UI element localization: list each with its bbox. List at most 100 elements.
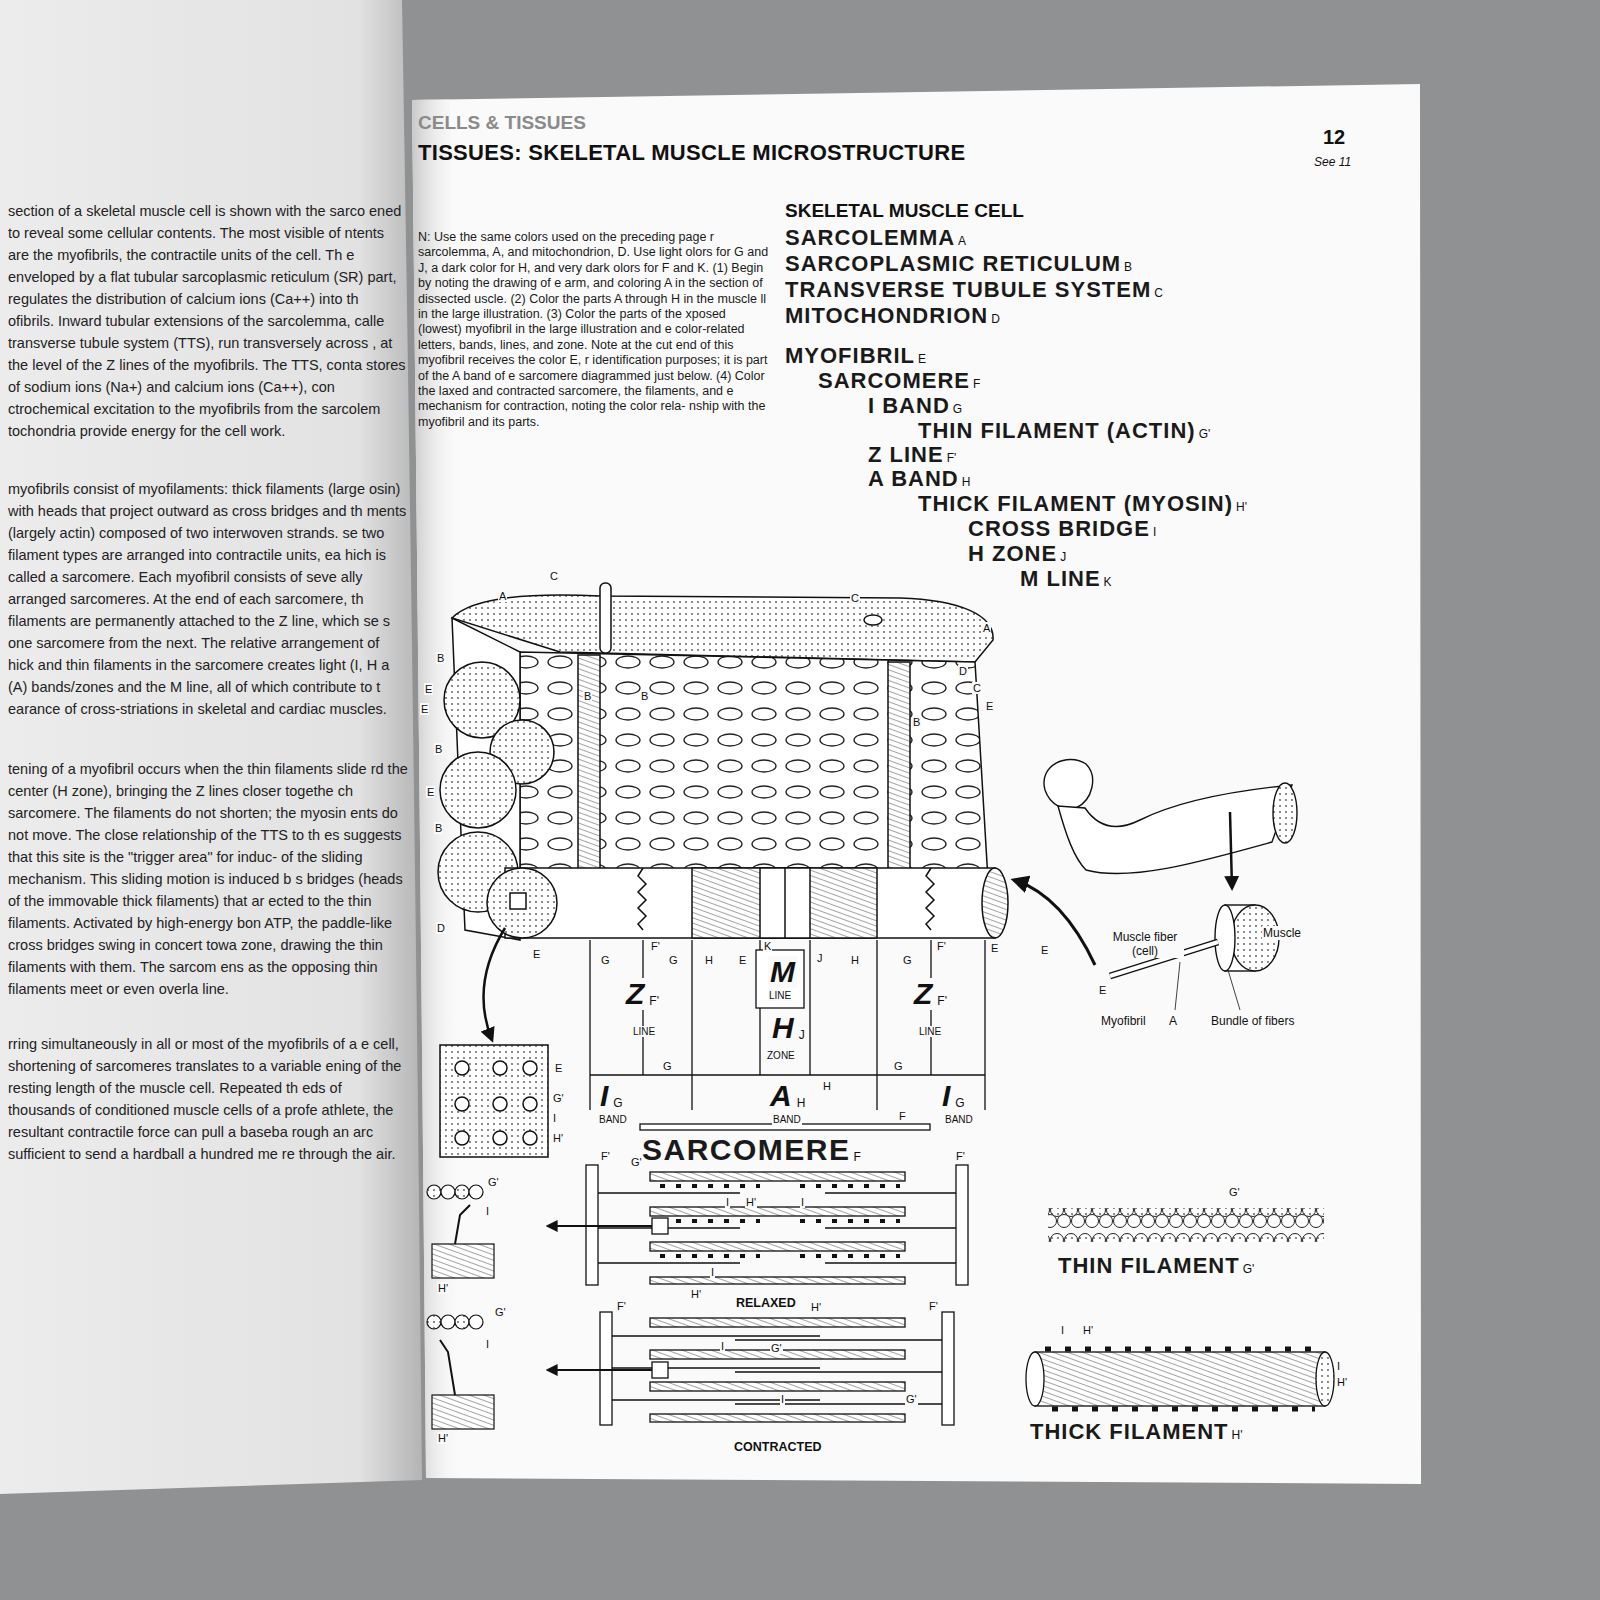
callout-letter: B xyxy=(912,716,921,728)
sarcomere-filaments xyxy=(548,1165,968,1425)
sarcomere-filaments-part xyxy=(956,1165,968,1285)
muscle-cell-illustration-part xyxy=(505,868,995,938)
color-code-letter: G xyxy=(954,1097,965,1110)
callout-letter: G' xyxy=(630,1156,643,1168)
callout-letter: H xyxy=(850,954,860,966)
callout-letter: I xyxy=(725,1196,730,1208)
callout-letter: E xyxy=(554,1062,563,1074)
callout-letter: I xyxy=(485,1205,490,1217)
color-code-letter: I xyxy=(1152,526,1157,539)
muscle-cell-illustration-part xyxy=(523,1097,537,1111)
callout-letter: C xyxy=(850,592,860,604)
color-code-letter: G xyxy=(952,403,963,416)
muscle-cell-illustration-part xyxy=(520,652,988,880)
callout-letter: B xyxy=(583,690,592,702)
arm-drawing-part xyxy=(1014,880,1095,965)
sarcomere-filaments-part xyxy=(660,1219,760,1223)
sarcomere-band-diagram-part xyxy=(590,1074,985,1075)
callout-letter: E xyxy=(420,703,429,715)
cross-bridge-detail-part xyxy=(469,1315,483,1329)
callout-letter: I xyxy=(485,1338,490,1350)
term-label: A BAND xyxy=(868,467,959,491)
band-caption: BAND xyxy=(772,1114,802,1125)
filament-details-part xyxy=(1316,1352,1334,1406)
callout-letter: E xyxy=(426,786,435,798)
sarcomere-filaments-part xyxy=(800,1219,900,1223)
cross-bridge-detail-part xyxy=(469,1185,483,1199)
callout-letter: E xyxy=(424,683,433,695)
muscle-cell-illustration-part xyxy=(455,1061,537,1145)
callout-letter: E xyxy=(532,948,541,960)
section-header: CELLS & TISSUES xyxy=(418,112,586,134)
sarcomere-filaments-part xyxy=(612,1335,820,1336)
cross-bridge-detail-part xyxy=(441,1185,455,1199)
callout-letter: C xyxy=(549,570,559,582)
callout-letter: I xyxy=(1336,1360,1341,1372)
term-label: H ZONE xyxy=(968,542,1057,566)
callout-letter: E xyxy=(1040,944,1049,956)
part-label: Muscle xyxy=(1262,926,1302,940)
sarcomere-filaments-part xyxy=(600,1312,612,1425)
callout-letter: F' xyxy=(955,1150,966,1162)
muscle-cell-illustration-part xyxy=(493,1131,507,1145)
callout-letter: H' xyxy=(1082,1324,1094,1336)
callout-letter: B xyxy=(640,690,649,702)
sarcomere-filaments-part xyxy=(598,1227,740,1228)
callout-letter: H' xyxy=(745,1196,757,1208)
term-label: SARCOPLASMIC RETICULUM xyxy=(785,252,1121,276)
callout-letter: G' xyxy=(770,1342,783,1354)
color-code-letter: E xyxy=(917,353,927,366)
callout-letter: H' xyxy=(552,1132,564,1144)
callout-letter: G xyxy=(893,1060,904,1072)
callout-letter: E xyxy=(985,700,994,712)
filament-details-part xyxy=(1045,1349,1315,1409)
filament-details-part xyxy=(1048,1208,1324,1242)
sarcomere-filaments-part xyxy=(652,1362,668,1378)
filament-details-part xyxy=(1045,1347,1315,1352)
sarcomere-filaments-part xyxy=(660,1184,760,1188)
callout-letter: I xyxy=(710,1266,715,1278)
color-code-letter: D xyxy=(990,313,1001,326)
callout-letter: D xyxy=(436,922,446,934)
muscle-cell-illustration-part xyxy=(578,655,600,875)
muscle-cell-illustration-part xyxy=(760,868,810,938)
muscle-cell-illustration-part xyxy=(484,928,505,1040)
muscle-cell-illustration-part xyxy=(523,1131,537,1145)
sarcomere-filaments-part xyxy=(650,1207,905,1216)
callout-letter: K xyxy=(763,940,772,952)
callout-letter: G' xyxy=(905,1393,918,1405)
sarcomere-band-diagram-part xyxy=(589,940,590,1110)
arm-drawing-part xyxy=(1228,970,1240,1010)
term-label: SARCOMERE xyxy=(642,1134,851,1166)
muscle-cell-illustration xyxy=(438,583,1008,1157)
callout-letter: A xyxy=(982,622,991,634)
sarcomere-filaments-part xyxy=(660,1186,900,1256)
sarcomere-filaments-part xyxy=(650,1382,905,1391)
sarcomere-filaments-part xyxy=(650,1414,905,1422)
body-text: myofibrils consist of myofilaments: thic… xyxy=(8,478,408,720)
filament-details-part xyxy=(1052,1407,1315,1412)
band-letter: M xyxy=(768,956,797,988)
cross-bridge-detail-part xyxy=(455,1205,470,1244)
callout-letter: G xyxy=(668,954,679,966)
cross-bridge-detail-part xyxy=(427,1185,441,1199)
arm-drawing xyxy=(1014,759,1297,1010)
callout-letter: G xyxy=(662,1060,673,1072)
sarcomere-filaments-part xyxy=(942,1312,954,1425)
color-code-letter: G' xyxy=(1198,428,1212,441)
callout-letter: H' xyxy=(1336,1376,1348,1388)
cross-reference: See 11 xyxy=(1314,155,1351,169)
callout-letter: G xyxy=(600,954,611,966)
sarcomere-filaments-part xyxy=(548,1369,652,1371)
callout-letter: J xyxy=(816,952,824,964)
band-caption: LINE xyxy=(918,1026,942,1037)
term-label: CROSS BRIDGE xyxy=(968,517,1150,541)
callout-letter: I xyxy=(720,1340,725,1352)
sarcomere-filaments-part xyxy=(598,1192,740,1193)
part-label: Bundle of fibers xyxy=(1210,1014,1295,1028)
muscle-cell-illustration-part xyxy=(926,868,934,930)
callout-letter: I xyxy=(800,1196,805,1208)
term-label: Z LINE xyxy=(868,443,944,467)
muscle-cell-illustration-part xyxy=(888,662,910,877)
muscle-cell-illustration-part xyxy=(864,615,882,625)
